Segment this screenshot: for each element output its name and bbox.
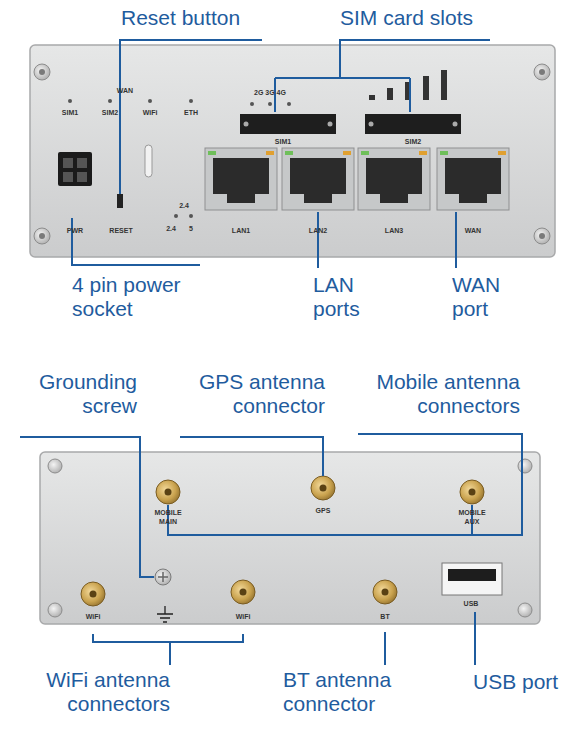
panel-marking: 5 bbox=[180, 224, 202, 233]
panel-marking: SIM1 bbox=[268, 137, 298, 146]
panel-marking: PWR bbox=[60, 226, 90, 235]
rear-panel bbox=[40, 452, 540, 624]
callout-label: WAN port bbox=[452, 273, 517, 321]
panel-marking: MOBILE MAIN bbox=[149, 508, 187, 526]
callout-label: LAN ports bbox=[313, 273, 383, 321]
panel-marking: LAN2 bbox=[303, 226, 333, 235]
panel-marking: WiFi bbox=[228, 612, 258, 621]
callout-label: Grounding screw bbox=[15, 370, 137, 418]
callout-label: SIM card slots bbox=[340, 6, 540, 30]
callout-label: Reset button bbox=[121, 6, 321, 30]
panel-marking: BT bbox=[370, 612, 400, 621]
panel-marking: USB bbox=[456, 599, 486, 608]
leader-lines bbox=[20, 40, 522, 665]
panel-marking: SIM2 bbox=[95, 108, 125, 117]
panel-marking: 2.4 bbox=[170, 201, 198, 210]
panel-marking: LAN1 bbox=[226, 226, 256, 235]
callout-label: Mobile antenna connectors bbox=[348, 370, 520, 418]
panel-marking: WAN bbox=[110, 86, 140, 95]
panel-marking: WiFi bbox=[135, 108, 165, 117]
callout-label: GPS antenna connector bbox=[175, 370, 325, 418]
panel-marking: SIM2 bbox=[398, 137, 428, 146]
panel-marking: RESET bbox=[104, 226, 138, 235]
callout-label: USB port bbox=[473, 670, 578, 694]
panel-marking: LAN3 bbox=[379, 226, 409, 235]
panel-marking: MOBILE AUX bbox=[453, 508, 491, 526]
callout-label: BT antenna connector bbox=[283, 668, 408, 716]
panel-marking: SIM1 bbox=[55, 108, 85, 117]
front-panel bbox=[30, 45, 555, 257]
callout-label: WiFi antenna connectors bbox=[15, 668, 170, 716]
callout-label: 4 pin power socket bbox=[72, 273, 212, 321]
panel-marking: GPS bbox=[308, 506, 338, 515]
panel-marking: WAN bbox=[458, 226, 488, 235]
panel-marking: ETH bbox=[176, 108, 206, 117]
panel-marking: WiFi bbox=[78, 612, 108, 621]
panel-marking: 2.4 bbox=[157, 224, 185, 233]
panel-marking: 2G 3G 4G bbox=[240, 88, 300, 97]
